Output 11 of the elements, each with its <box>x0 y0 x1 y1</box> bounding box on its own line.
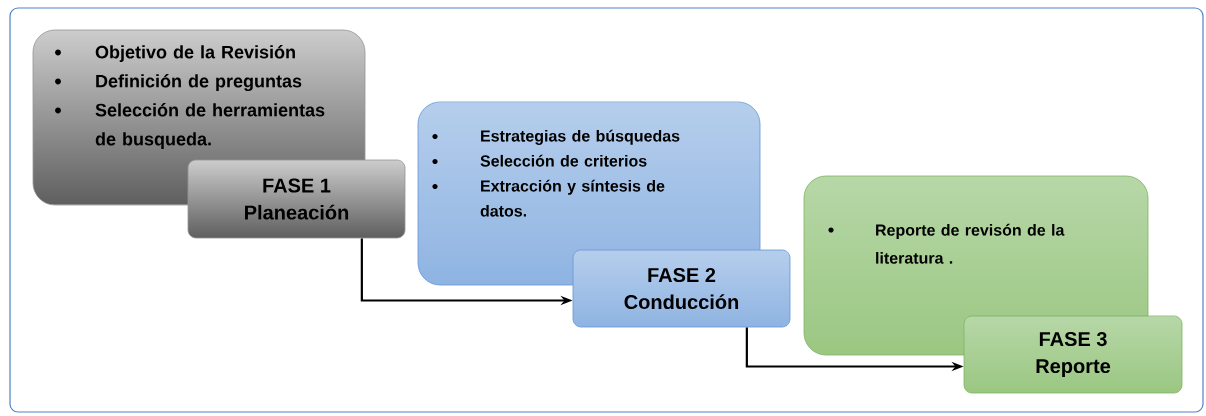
frame <box>9 7 1204 413</box>
phase-box: FASE 1 Planeación <box>187 159 406 239</box>
list-item: Objetivo de la Revisión <box>95 45 295 63</box>
list-item: Definición de preguntas <box>96 74 302 92</box>
phase-box: FASE 3 Reporte <box>963 315 1183 394</box>
list-item: Estrategias de búsquedas <box>481 129 680 145</box>
list-item: Reporte de revisón de la literatura . <box>876 223 1065 264</box>
list-item: Extracción y síntesis de datos. <box>480 179 665 217</box>
list-item: Selección de criterios <box>480 154 647 167</box>
list-item: Selección de herramientas de busqueda. <box>95 103 325 150</box>
phase-box: FASE 2 Conducción <box>572 249 791 328</box>
